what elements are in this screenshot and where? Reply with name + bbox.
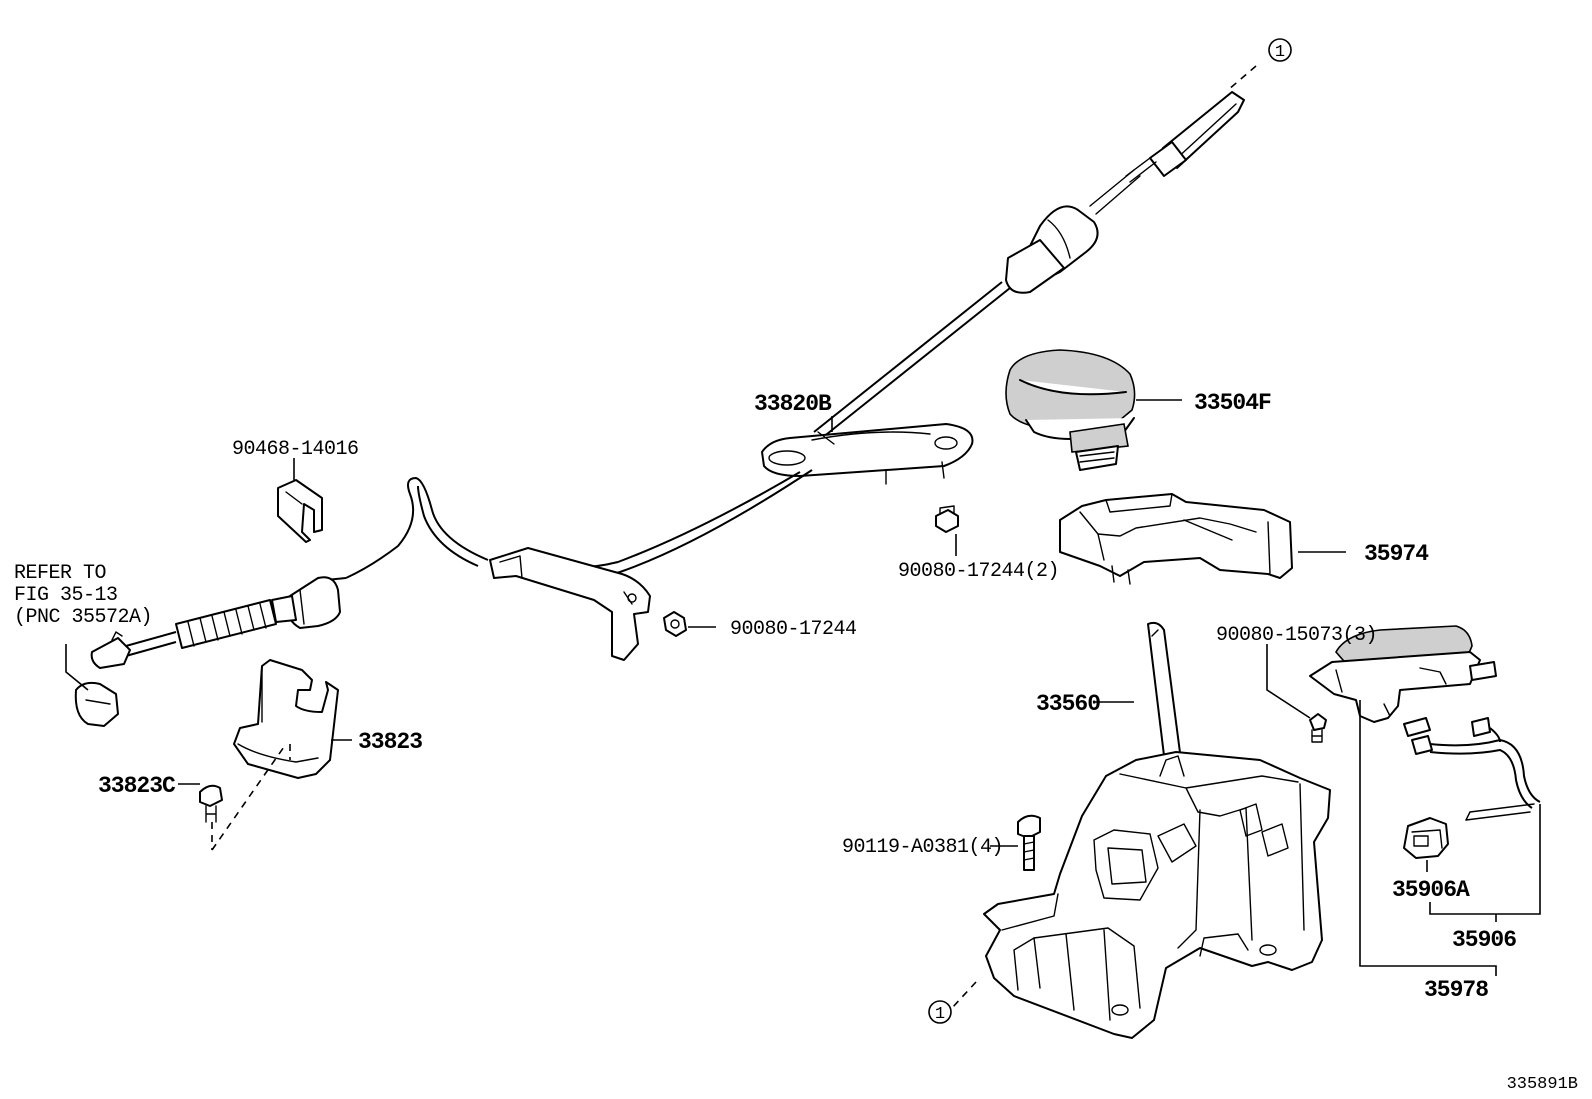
cable-bracket-33820B	[761, 423, 974, 485]
label-35906: 35906	[1452, 927, 1516, 953]
leader-lines	[65, 65, 1541, 1009]
shift-cable-lower	[90, 469, 813, 669]
bolt-90119-A0381-4	[1017, 814, 1041, 871]
wire-harness-35906	[1403, 717, 1541, 821]
nut-90080-17244	[663, 611, 687, 637]
label-33504F: 33504F	[1194, 390, 1271, 416]
control-module-35978	[1309, 625, 1497, 723]
shift-cable-upper	[813, 91, 1245, 439]
label-35974: 35974	[1364, 541, 1429, 567]
label-35978: 35978	[1424, 977, 1488, 1003]
indicator-panel-35974	[1059, 493, 1293, 585]
shift-knob-33504F	[1005, 349, 1136, 471]
part-labels: 33820B 33504F 35974 90468-14016 90080-17…	[14, 390, 1578, 1094]
label-90080-17244-2: 90080-17244(2)	[898, 560, 1059, 583]
label-33820B: 33820B	[754, 391, 832, 417]
shift-lever-33560	[1147, 621, 1183, 773]
reference-note-line1: REFER TO	[14, 562, 106, 585]
shift-lever-housing	[983, 751, 1331, 1039]
label-90080-17244: 90080-17244	[730, 618, 857, 641]
cable-anchor-33823	[233, 659, 339, 779]
label-33560: 33560	[1036, 691, 1100, 717]
callout-marker-bottom-text: 1	[935, 1005, 945, 1024]
callout-marker-top: 1	[1268, 38, 1292, 62]
nut-90080-17244-2	[935, 505, 959, 533]
screw-90080-15073-3	[1309, 713, 1327, 743]
callout-marker-bottom: 1	[928, 1000, 952, 1024]
label-35906A: 35906A	[1392, 877, 1470, 903]
push-pin-33823C	[74, 681, 287, 851]
callout-marker-top-text: 1	[1275, 43, 1285, 62]
label-90468-14016: 90468-14016	[232, 438, 359, 461]
label-33823C: 33823C	[98, 773, 176, 799]
switch-35906A	[1403, 817, 1449, 859]
clip-90468-14016	[277, 479, 323, 543]
reference-note-line3: (PNC 35572A)	[14, 606, 152, 629]
reference-note-line2: FIG 35-13	[14, 584, 118, 607]
label-33823: 33823	[358, 729, 422, 755]
figure-id: 335891B	[1507, 1075, 1578, 1094]
label-90080-15073-3: 90080-15073(3)	[1216, 624, 1377, 647]
label-90119-A0381-4: 90119-A0381(4)	[842, 836, 1003, 859]
